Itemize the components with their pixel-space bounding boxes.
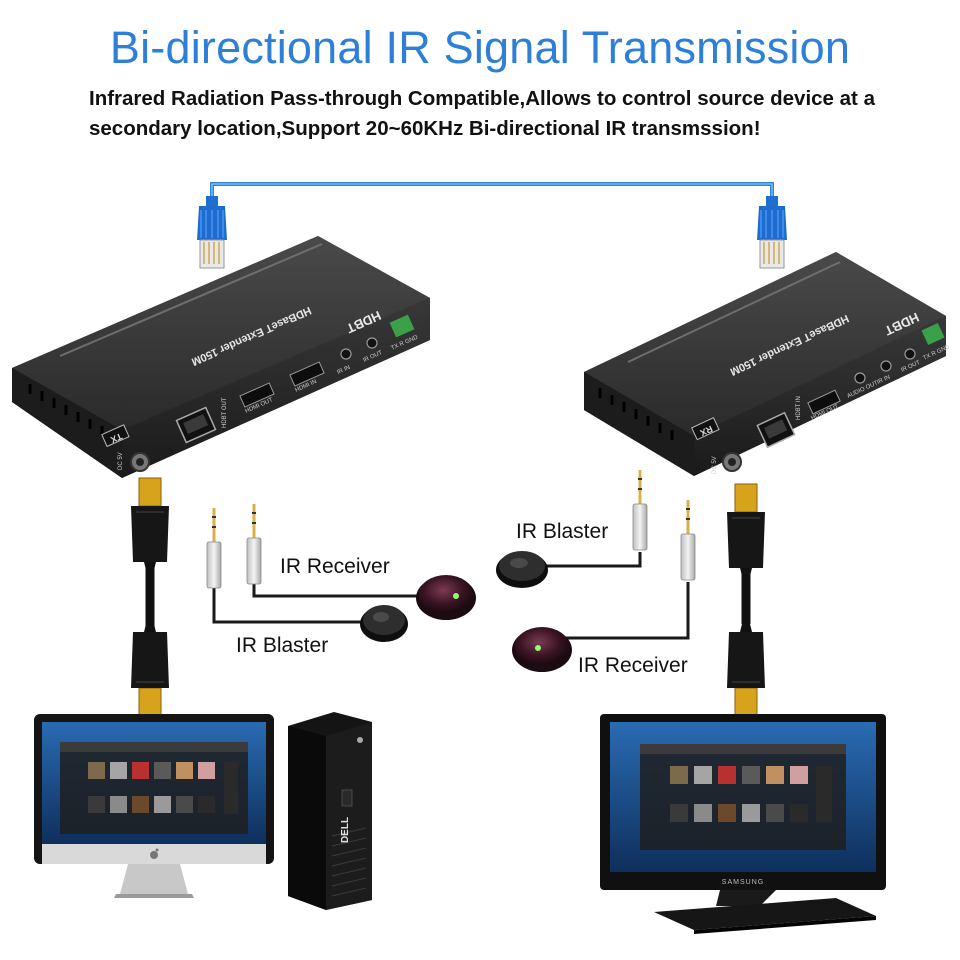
rx-hdbt-label: HDBT IN (796, 396, 802, 420)
rx-hdmi-out-port (807, 389, 841, 415)
rx-hdmi-cable (727, 483, 765, 717)
tx-ir-blaster-label: IR Blaster (236, 634, 328, 657)
tx-hdbt-label: HDBT OUT (222, 397, 228, 428)
svg-text:RX: RX (699, 424, 715, 438)
hdmi-plug-icon (131, 624, 169, 717)
hdmi-plug-icon (727, 624, 765, 717)
album-grid (88, 762, 238, 814)
rx-audio-port (854, 372, 866, 384)
audio-jack-icon (206, 508, 222, 589)
tx-hdmi-in-port (289, 361, 325, 387)
rx-terminal-block (921, 322, 945, 346)
network-cable (210, 182, 774, 196)
tx-ir-in-port (340, 348, 352, 360)
transmitter-extender: HDBaseT Extender 150M HDBT TX DC 5V HDBT… (12, 236, 430, 478)
source-monitor (34, 714, 274, 898)
display-monitor: SAMSUNG (600, 714, 886, 934)
pc-tower: DELL (288, 712, 372, 910)
tx-ir-out-port (366, 337, 378, 349)
rx-ir-cables (544, 552, 690, 640)
hdmi-plug-icon (727, 483, 765, 576)
page-title: Bi-directional IR Signal Transmission (109, 22, 851, 73)
ir-sensor-icon (496, 551, 548, 588)
rx-ir-blaster-label: IR Blaster (516, 520, 608, 543)
rj45-plug-icon (197, 196, 227, 269)
tx-terminal-block (389, 314, 415, 338)
vent-slots (598, 388, 674, 440)
ir-sensor-icon (360, 605, 408, 642)
tx-ir-in-label: IR IN (336, 365, 351, 376)
vent-slots (28, 384, 104, 436)
rx-hdbt-port (756, 411, 796, 449)
rx-badge: RX (691, 417, 720, 441)
ir-sensor-icon (512, 627, 572, 672)
rx-ir-in-label: IR IN (876, 375, 891, 386)
tx-hdbt-port (175, 406, 217, 444)
tx-badge: TX (101, 424, 130, 448)
rx-ir-in-port (880, 360, 892, 372)
tv-brand-logo: SAMSUNG (722, 879, 764, 886)
tx-dc-label: DC 5V (118, 452, 124, 470)
audio-jack-icon (632, 470, 648, 551)
ir-sensor-icon (416, 575, 476, 620)
rx-ir-receiver-label: IR Receiver (578, 654, 688, 677)
album-grid (670, 766, 832, 822)
rx-dc-label: DC 5V (712, 456, 718, 474)
pc-brand-logo: DELL (340, 817, 351, 843)
rx-ir-out-port (904, 348, 916, 360)
tx-ir-receiver-label: IR Receiver (280, 555, 390, 578)
hdmi-plug-icon (131, 477, 169, 570)
tx-ir-cables (212, 584, 424, 624)
page-description: Infrared Radiation Pass-through Compatib… (89, 87, 875, 140)
receiver-extender: HDBaseT Extender 150M HDBT RX DC 5V HDBT… (584, 252, 951, 476)
tx-hdmi-out-port (239, 382, 275, 408)
tx-hdmi-cable (131, 477, 169, 717)
audio-jack-icon (246, 504, 262, 585)
apple-logo-icon (150, 848, 159, 859)
svg-text:TX: TX (109, 431, 124, 445)
rj45-plug-icon (757, 196, 787, 269)
audio-jack-icon (680, 500, 696, 581)
